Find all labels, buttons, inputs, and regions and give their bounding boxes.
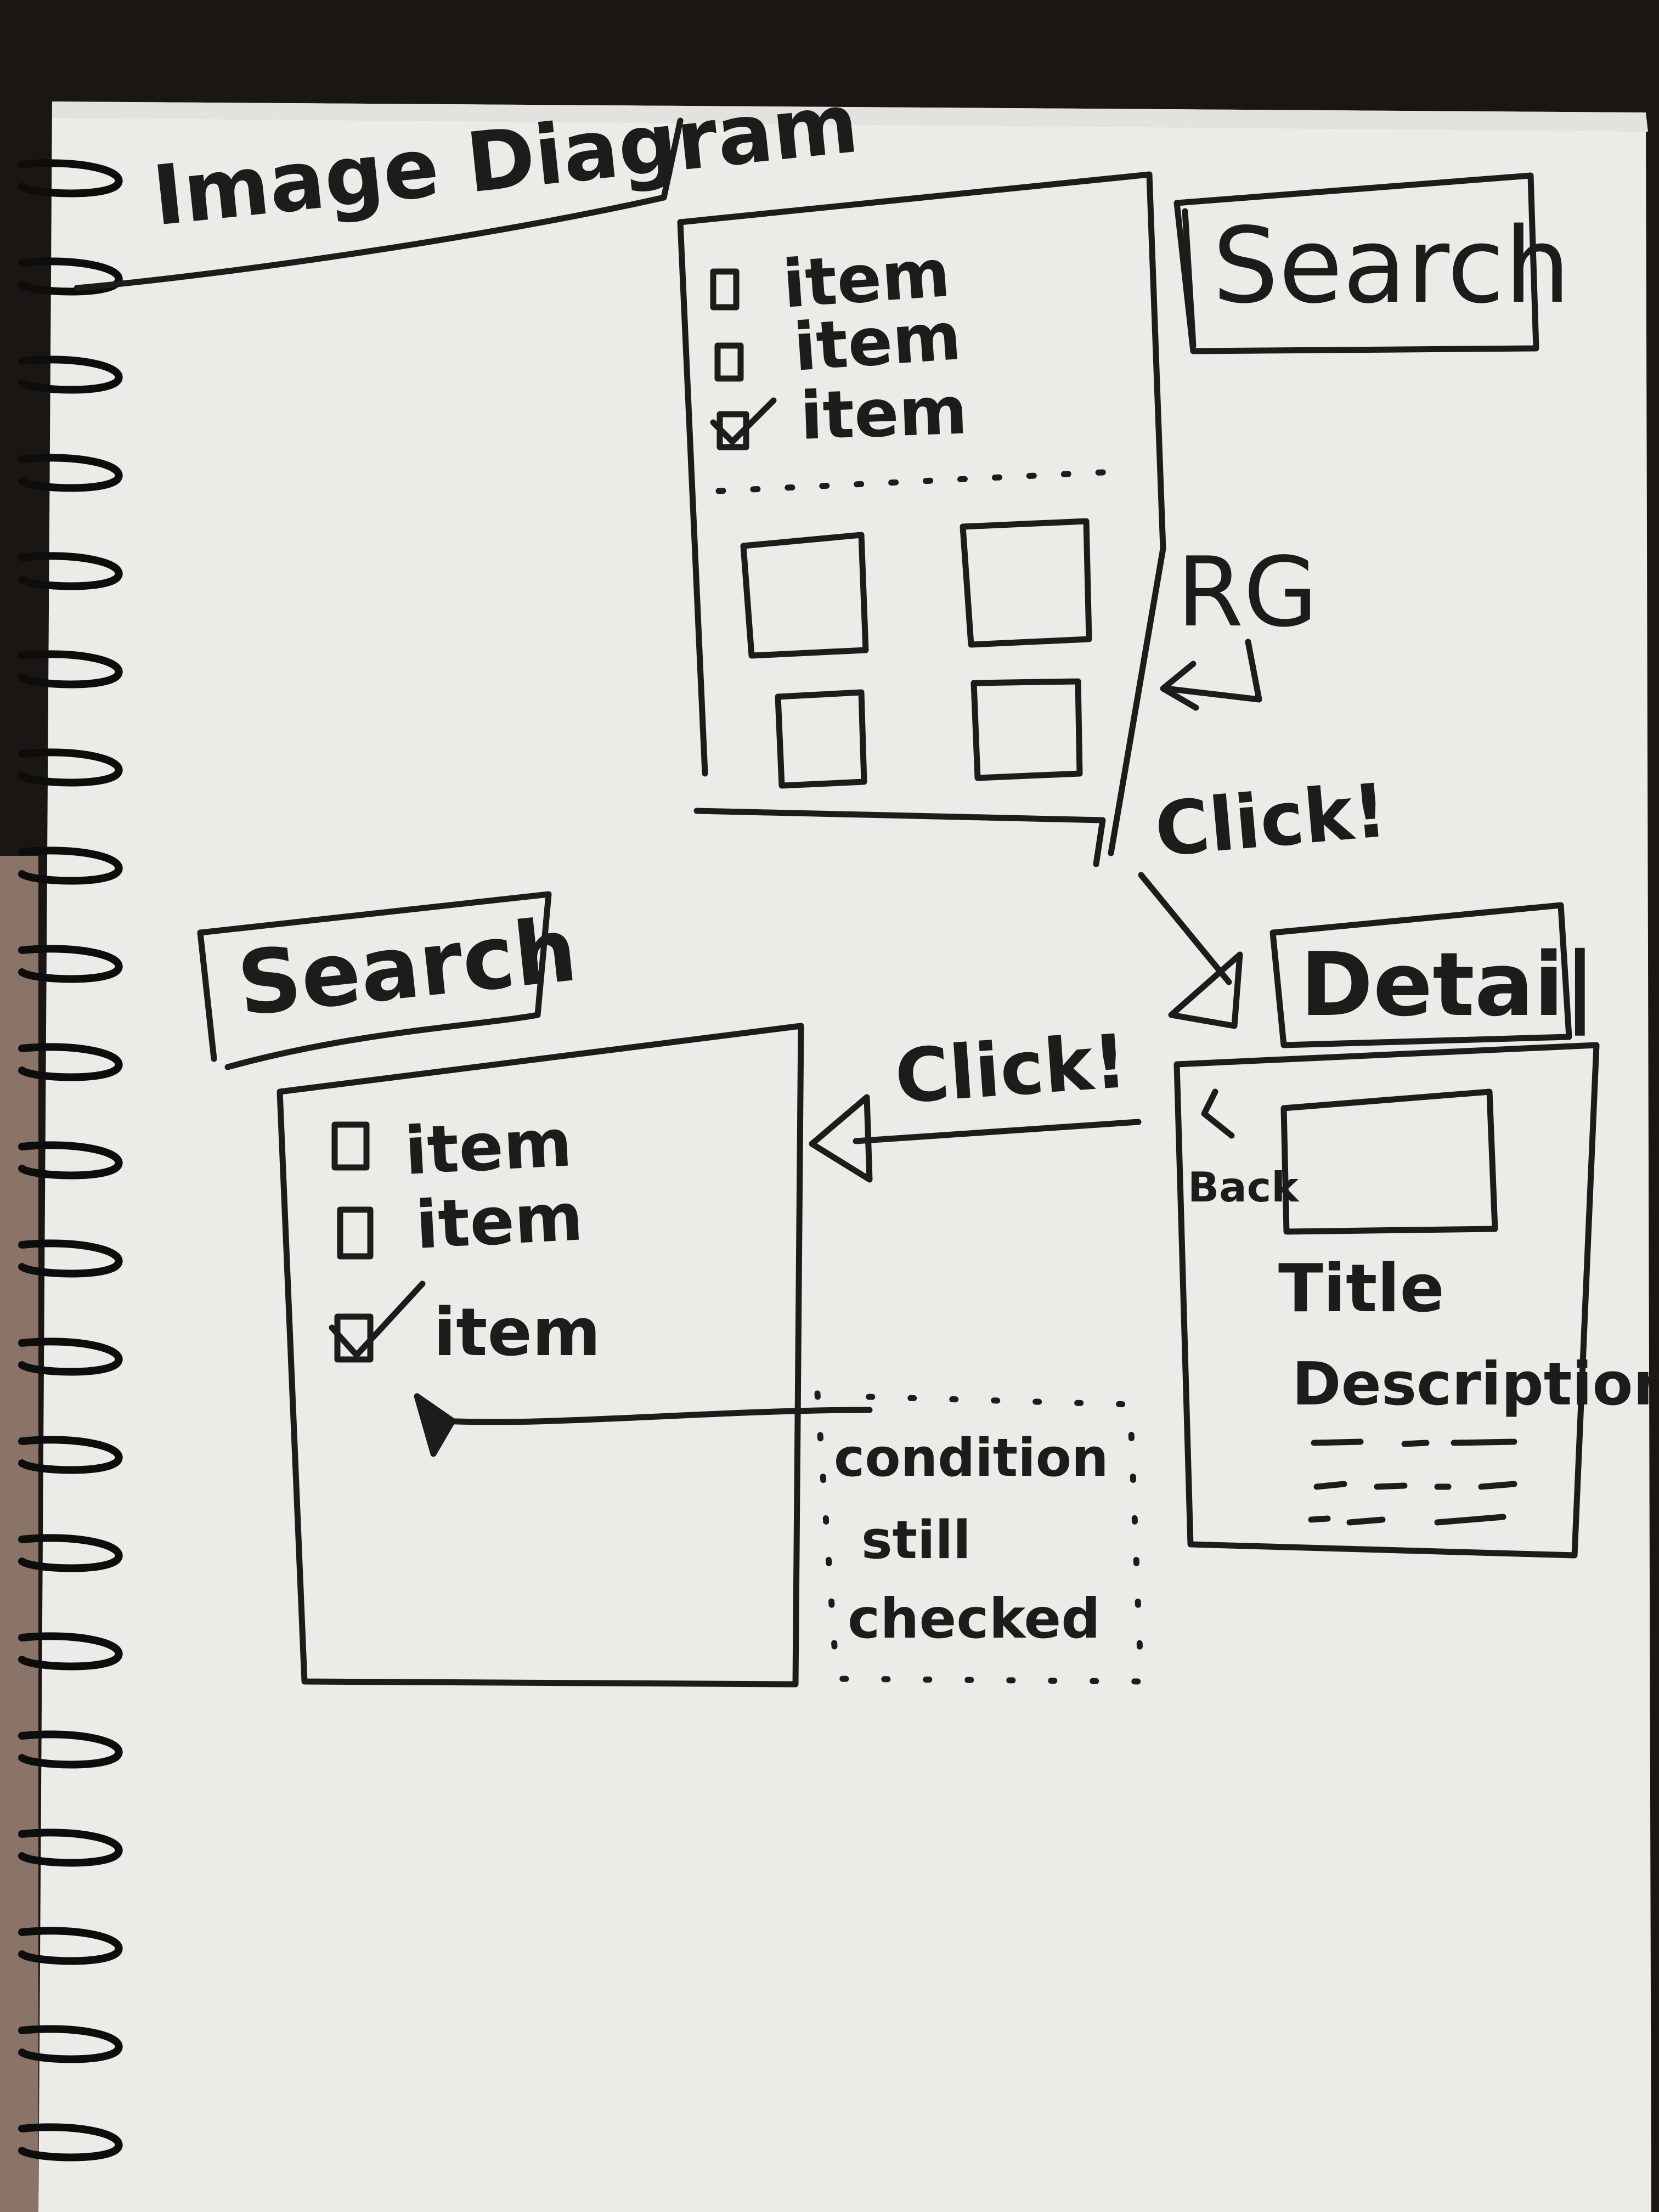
screen-search-grid bbox=[677, 171, 1166, 867]
checkbox[interactable] bbox=[337, 1206, 374, 1260]
arrow-to-search bbox=[809, 1094, 1142, 1183]
detail-description: Description bbox=[1292, 1350, 1659, 1419]
checkbox[interactable] bbox=[714, 342, 744, 382]
screen-frame bbox=[677, 171, 1166, 856]
list-item-label: item bbox=[799, 373, 969, 455]
grid-tile[interactable] bbox=[970, 678, 1083, 781]
back-chevron-icon[interactable] bbox=[1201, 1088, 1235, 1139]
list-item-label: item bbox=[791, 298, 963, 386]
condition-arrow bbox=[414, 1393, 873, 1457]
search-box-top[interactable] bbox=[1173, 172, 1539, 354]
detail-image-placeholder bbox=[1280, 1088, 1498, 1235]
spiral-ring bbox=[18, 1927, 123, 1965]
click-label-top: Click! bbox=[1152, 768, 1390, 873]
note-line: condition bbox=[834, 1428, 1109, 1488]
detail-header: Detai| bbox=[1300, 933, 1596, 1036]
search-box-bottom[interactable] bbox=[197, 891, 552, 1070]
spiral-ring bbox=[18, 454, 123, 492]
grid-tile[interactable] bbox=[775, 689, 867, 789]
spiral-ring bbox=[18, 847, 123, 885]
text-line bbox=[1308, 1514, 1506, 1526]
list-item-label: item bbox=[414, 1179, 585, 1264]
back-label[interactable]: Back bbox=[1188, 1163, 1300, 1211]
spiral-ring bbox=[18, 1632, 123, 1671]
spiral-ring bbox=[18, 1141, 123, 1180]
spiral-ring bbox=[18, 356, 123, 394]
spiral-ring bbox=[18, 748, 123, 787]
hand-edge bbox=[0, 856, 38, 2212]
screen-frame bbox=[1173, 1042, 1600, 1559]
note-line: still bbox=[861, 1510, 971, 1571]
checkbox[interactable] bbox=[331, 1121, 370, 1171]
spiral-ring bbox=[18, 2123, 123, 2162]
check-mark-icon bbox=[329, 1280, 426, 1358]
spiral-ring bbox=[18, 1043, 123, 1081]
spiral-ring bbox=[18, 2025, 123, 2063]
screen-detail bbox=[1173, 1042, 1600, 1559]
list-item-label: item bbox=[433, 1295, 601, 1371]
screen-frame bbox=[276, 1023, 804, 1688]
text-line bbox=[1313, 1481, 1517, 1490]
spiral-ring bbox=[18, 1338, 123, 1376]
title-banner bbox=[74, 117, 684, 291]
checkbox[interactable] bbox=[710, 268, 740, 311]
grid-tile[interactable] bbox=[960, 518, 1092, 648]
spiral-ring bbox=[18, 159, 123, 198]
click-label-left: Click! bbox=[892, 1018, 1130, 1120]
condition-note-box bbox=[814, 1390, 1144, 1685]
screen-frame-left bbox=[677, 219, 708, 777]
list-item-label: item bbox=[403, 1105, 574, 1190]
spiral-ring bbox=[18, 650, 123, 689]
spiral-ring bbox=[18, 945, 123, 983]
note-line: checked bbox=[848, 1587, 1101, 1651]
screen-search-list bbox=[276, 1023, 804, 1688]
list-item-label: item bbox=[780, 235, 952, 323]
text-line bbox=[1311, 1438, 1517, 1447]
spiral-ring bbox=[18, 1239, 123, 1278]
search-header-top: Search bbox=[1212, 205, 1571, 326]
detail-title: Title bbox=[1278, 1251, 1444, 1327]
spiral-ring bbox=[18, 1436, 123, 1474]
spiral-ring bbox=[18, 1534, 123, 1572]
spiral-ring bbox=[18, 1829, 123, 1867]
spiral-binding bbox=[18, 159, 123, 2162]
screen-frame-bottom bbox=[693, 808, 1106, 867]
rg-label: RG bbox=[1177, 537, 1318, 648]
spiral-ring bbox=[18, 1730, 123, 1769]
check-mark-icon bbox=[710, 397, 777, 445]
detail-header-box bbox=[1269, 902, 1572, 1048]
grid-tile[interactable] bbox=[740, 532, 869, 659]
arrow-to-detail bbox=[1138, 872, 1243, 1029]
spiral-ring bbox=[18, 552, 123, 590]
return-arrow-icon bbox=[1160, 639, 1262, 711]
